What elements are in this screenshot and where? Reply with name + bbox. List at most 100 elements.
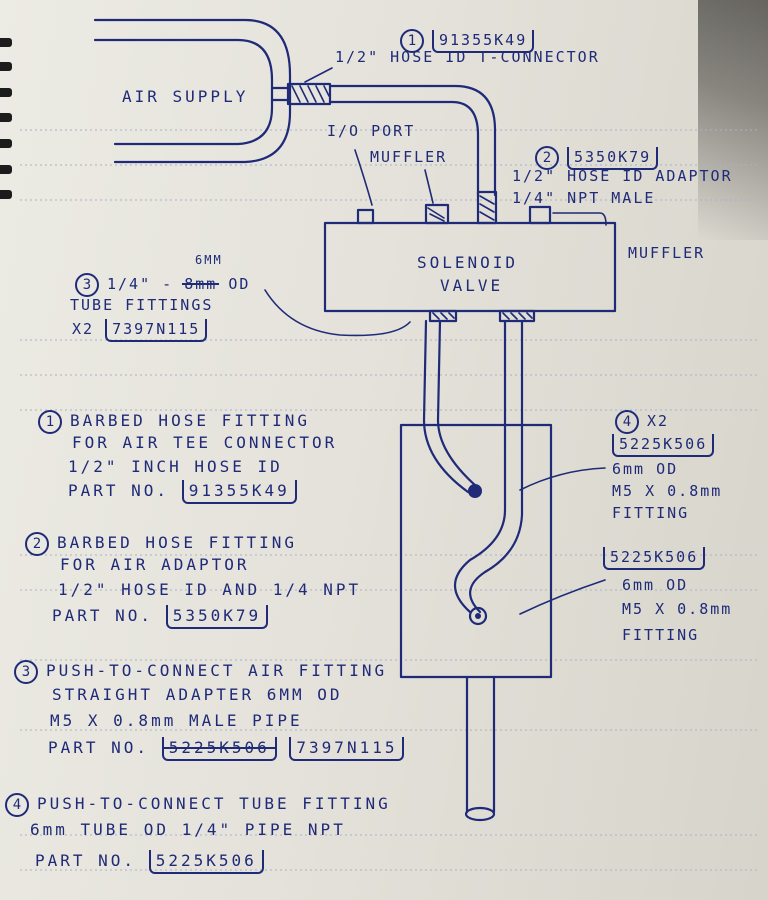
quantity: X2	[72, 320, 95, 338]
quantity: X2	[647, 412, 670, 430]
part-number: 91355K49	[432, 30, 535, 53]
note-number: 2	[25, 532, 49, 556]
binding-hole	[0, 38, 12, 47]
adaptor-fitting	[476, 190, 498, 225]
leader-io-port	[354, 149, 373, 206]
note-heading: 4 PUSH-TO-CONNECT TUBE FITTING	[5, 793, 391, 817]
note-heading: 2 BARBED HOSE FITTING	[25, 532, 297, 556]
note-line: STRAIGHT ADAPTER 6MM OD	[52, 685, 343, 704]
note-line: M5 X 0.8mm MALE PIPE	[50, 711, 303, 730]
t-connector-desc: 1/2" HOSE ID T-CONNECTOR	[335, 48, 600, 66]
leader-tube-fittings	[264, 289, 411, 337]
note-part-row: PART NO. 5225K506	[35, 850, 264, 874]
binding-hole	[0, 165, 12, 174]
leader-fitting-lower	[519, 579, 606, 615]
part-number: 5225K506	[603, 547, 706, 570]
callout-number: 4	[615, 410, 639, 434]
part-label: PART NO.	[68, 481, 170, 500]
note-line: 6mm TUBE OD 1/4" PIPE NPT	[30, 820, 346, 839]
io-port	[356, 208, 375, 225]
fitting-upper	[468, 484, 482, 498]
note-line: FOR AIR TEE CONNECTOR	[72, 433, 338, 452]
tube-od: OD	[228, 275, 251, 293]
part-number: 91355K49	[181, 480, 297, 504]
tube-fitting-left	[428, 309, 458, 323]
tube-size-correction: 6MM	[195, 253, 223, 267]
muffler-right-label: MUFFLER	[628, 244, 706, 262]
fitting-lower-part: 5225K506	[603, 547, 706, 570]
muffler-top	[424, 203, 450, 225]
fitting-upper-callout: 4 X2	[615, 410, 669, 434]
fitting-upper-part: 5225K506	[612, 434, 715, 457]
fitting-upper-desc-1: 6mm OD	[612, 460, 679, 478]
note-line: BARBED HOSE FITTING	[70, 411, 311, 430]
hose-to-adaptor-top	[328, 84, 497, 197]
note-part-row: PART NO. 5350K79	[52, 605, 269, 629]
tube-fittings-line3: X2 7397N115	[72, 319, 208, 342]
part-number: 7397N115	[289, 737, 405, 761]
t-connector-hatch	[291, 85, 330, 103]
callout-number: 2	[535, 146, 559, 170]
adaptor-desc-2: 1/4" NPT MALE	[512, 189, 656, 207]
binding-hole	[0, 190, 12, 199]
tube-2-right	[469, 319, 524, 614]
note-number: 1	[38, 410, 62, 434]
note-line: 1/2" INCH HOSE ID	[68, 457, 283, 476]
part-number: 5225K506	[612, 434, 715, 457]
part-number: 5225K506	[148, 850, 264, 874]
note-line: FOR AIR ADAPTOR	[60, 555, 250, 574]
output-pipe-end	[464, 806, 496, 822]
note-line: PUSH-TO-CONNECT TUBE FITTING	[37, 794, 391, 813]
binding-hole	[0, 88, 12, 97]
io-port-label: I/O PORT	[327, 122, 416, 140]
leader-fitting-upper	[519, 467, 606, 491]
leader-muffler-top	[424, 169, 434, 204]
tube-1-left	[422, 319, 470, 494]
solenoid-label-1: SOLENOID	[417, 253, 519, 272]
air-supply-label: AIR SUPPLY	[122, 87, 249, 106]
callout-number: 1	[400, 29, 424, 53]
struck-part-number: 5225K506	[161, 737, 277, 761]
fitting-lower	[468, 606, 488, 626]
tube-fittings-line1: 3 1/4" - 8mm OD	[75, 273, 250, 297]
fitting-upper-desc-3: FITTING	[612, 504, 690, 522]
tube-fitting-right	[498, 309, 536, 323]
adaptor-callout: 2 5350K79	[535, 146, 659, 170]
mounting-block	[399, 423, 553, 679]
air-supply-hose-inner	[93, 38, 274, 146]
muffler-right	[528, 205, 552, 225]
part-number: 5350K79	[567, 147, 659, 170]
callout-number: 3	[75, 273, 99, 297]
note-heading: 1 BARBED HOSE FITTING	[38, 410, 310, 434]
note-line: PUSH-TO-CONNECT AIR FITTING	[46, 661, 388, 680]
tube-size: 1/4" -	[107, 275, 174, 293]
solenoid-valve-body	[323, 221, 617, 313]
tube-1-right	[436, 319, 478, 488]
binding-hole	[0, 113, 12, 122]
t-connector	[286, 82, 332, 106]
fitting-upper-desc-2: M5 X 0.8mm	[612, 482, 723, 500]
struck-size: 8mm	[184, 275, 218, 293]
fitting-lower-desc-3: FITTING	[622, 626, 700, 644]
tube-fittings-line2: TUBE FITTINGS	[70, 296, 214, 314]
part-label: PART NO.	[48, 738, 150, 757]
note-number: 4	[5, 793, 29, 817]
leader-muffler-right	[552, 212, 607, 226]
part-label: PART NO.	[52, 606, 154, 625]
hose-to-adaptor-bottom	[328, 100, 480, 197]
note-line: BARBED HOSE FITTING	[57, 533, 298, 552]
note-number: 3	[14, 660, 38, 684]
note-heading: 3 PUSH-TO-CONNECT AIR FITTING	[14, 660, 387, 684]
adaptor-desc-1: 1/2" HOSE ID ADAPTOR	[512, 167, 733, 185]
part-label: PART NO.	[35, 851, 137, 870]
air-supply-hose-outer	[93, 18, 292, 164]
t-connector-callout: 1 91355K49	[400, 29, 535, 53]
note-line: 1/2" HOSE ID AND 1/4 NPT	[58, 580, 362, 599]
note-part-row: PART NO. 91355K49	[68, 480, 297, 504]
tube-2-left	[454, 319, 507, 614]
leader-tconnector	[304, 67, 333, 83]
part-number: 7397N115	[105, 319, 208, 342]
ruled-lines	[20, 129, 760, 871]
